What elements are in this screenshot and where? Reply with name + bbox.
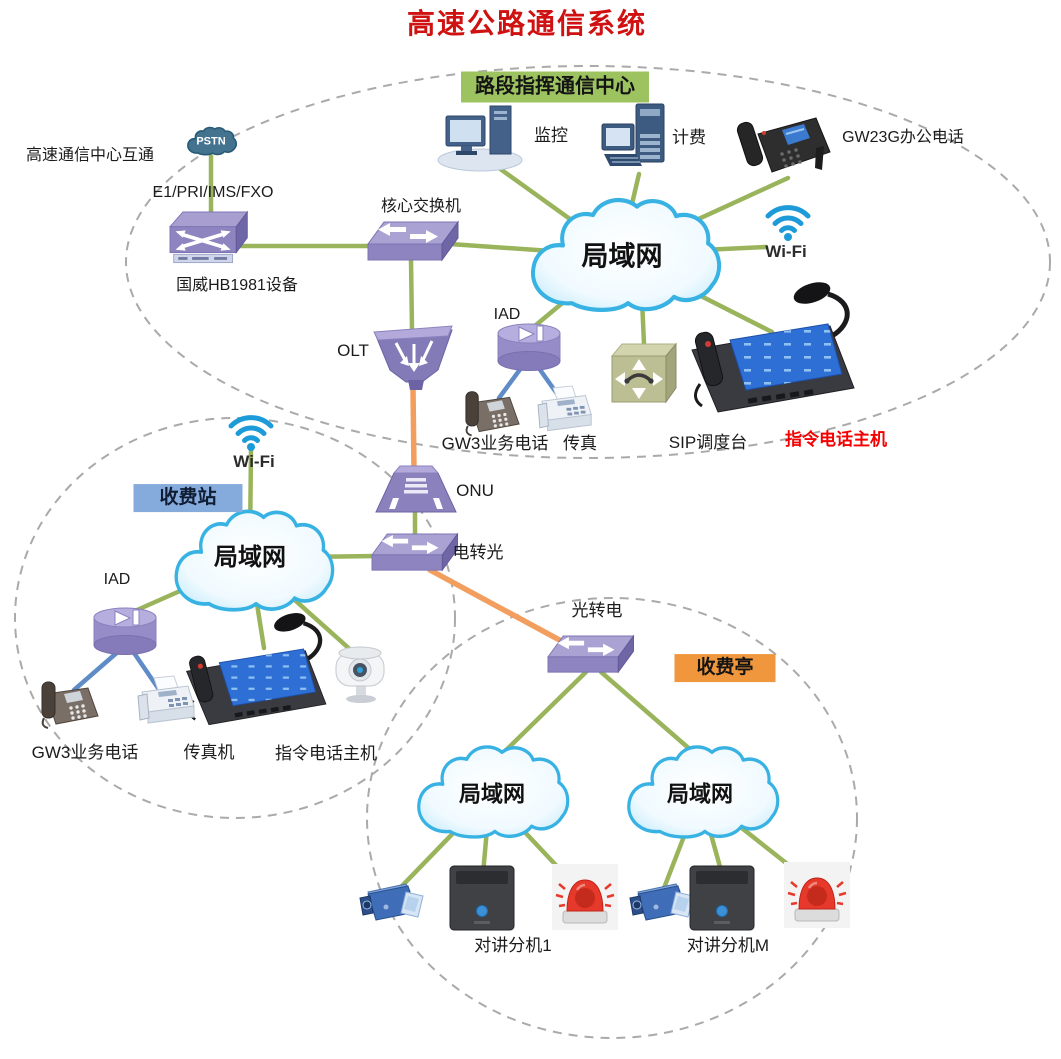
label-lan-booth2: 局域网	[666, 781, 734, 807]
link-iadleft-fax	[129, 647, 161, 691]
region-label-toll-booth: 收费亭	[674, 654, 776, 682]
onu-icon	[375, 465, 457, 513]
billing-server-icon	[601, 103, 665, 167]
label-dispatch-host-top: 指令电话主机	[785, 430, 887, 450]
core-switch-icon	[367, 221, 459, 261]
sip-console-icon	[610, 342, 678, 404]
label-sip-console: SIP调度台	[668, 433, 748, 453]
command-center-boundary	[125, 65, 1051, 459]
olt-icon	[372, 324, 454, 392]
label-core-switch: 核心交换机	[380, 197, 462, 215]
label-onu: ONU	[456, 481, 494, 501]
monitor-workstation-icon	[437, 105, 523, 172]
label-lan-top: 局域网	[581, 241, 663, 272]
camcorder-booth1-icon	[359, 883, 424, 921]
label-pstn: PSTN	[196, 135, 226, 148]
label-gw3-phone-top: GW3业务电话	[441, 434, 549, 454]
label-wifi-left: Wi-Fi	[233, 452, 275, 472]
label-fax-top: 传真	[563, 434, 597, 454]
alarm-beacon-1-icon	[550, 862, 620, 932]
alarm-beacon-2-icon	[782, 860, 852, 930]
dispatch-phone-left-icon	[187, 609, 326, 724]
iad-left-icon	[93, 607, 157, 655]
wifi-icon-top	[768, 208, 808, 241]
diagram-title: 高速公路通信系统	[406, 7, 648, 39]
elec-to-optical-switch-icon	[371, 533, 458, 571]
label-gw3-phone-left: GW3业务电话	[31, 743, 139, 763]
camcorder-booth2-icon	[629, 883, 694, 921]
label-intercom-m: 对讲分机M	[686, 936, 770, 956]
label-elec-to-optical: 电转光	[452, 543, 504, 563]
label-iad-top: IAD	[493, 305, 521, 323]
intercom-panel-1-icon	[449, 865, 515, 931]
label-hb1981: 国威HB1981设备	[176, 276, 298, 294]
wifi-icon-left	[231, 418, 271, 451]
intercom-panel-m-icon	[689, 865, 755, 931]
label-billing: 计费	[672, 128, 706, 148]
label-iad-left: IAD	[103, 570, 131, 588]
label-lan-left: 局域网	[214, 544, 286, 572]
label-wifi-top: Wi-Fi	[765, 242, 807, 262]
gw23g-phone-icon	[734, 117, 831, 173]
gw3-phone-left-icon	[41, 681, 99, 729]
label-dispatch-host-left: 指令电话主机	[275, 744, 377, 764]
fax-top-icon	[537, 385, 592, 432]
label-intercom-1: 对讲分机1	[474, 936, 552, 956]
dispatch-phone-top-icon	[692, 278, 854, 412]
link-e2o-o2e	[427, 567, 581, 653]
label-lan-booth1: 局域网	[458, 781, 526, 807]
label-olt: OLT	[337, 341, 369, 361]
ptz-camera-icon	[335, 646, 385, 704]
region-boundaries	[14, 65, 1051, 1039]
hb1981-gateway-icon	[168, 210, 250, 265]
gw3-phone-top-icon	[464, 390, 521, 437]
iad-top-icon	[497, 323, 561, 371]
link-olt-onu	[410, 385, 417, 473]
region-label-toll-station: 收费站	[133, 484, 243, 512]
label-gw23g-phone: GW23G办公电话	[842, 128, 964, 146]
link-iadleft-gw3	[71, 647, 123, 693]
label-e1-link: E1/PRI/IMS/FXO	[152, 183, 274, 201]
toll-booth-boundary	[366, 597, 858, 1039]
label-optical-to-elec: 光转电	[571, 601, 623, 621]
optical-to-elec-switch-icon	[547, 635, 634, 673]
label-fax-left: 传真机	[183, 743, 235, 763]
fax-left-icon	[137, 675, 195, 724]
link-core-olt	[408, 257, 415, 333]
label-interconnect: 高速通信中心互通	[25, 146, 155, 164]
link-o2e-lan1	[493, 669, 589, 763]
region-label-command-center: 路段指挥通信中心	[461, 71, 649, 103]
label-monitor: 监控	[534, 126, 568, 146]
link-o2e-lan2	[598, 669, 703, 761]
toll-station-boundary	[14, 417, 456, 819]
